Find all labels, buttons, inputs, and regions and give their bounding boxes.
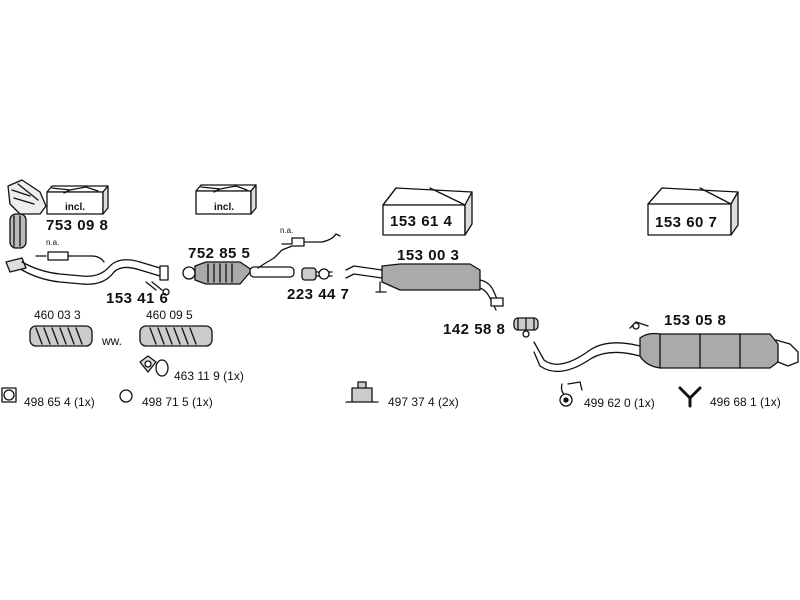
part-153416: 153 41 6 (106, 290, 169, 307)
kit1-part-number: 753 09 8 (46, 217, 109, 234)
part-153058: 153 05 8 (664, 312, 727, 329)
catalytic-converter-icon (182, 245, 295, 285)
part-460033: 460 03 3 (34, 308, 81, 322)
square-ring-icon (1, 387, 17, 403)
note-ww: ww. (102, 334, 123, 348)
rubber-hanger-icon (559, 381, 583, 407)
accessory-498715: 498 71 5 (1x) (142, 395, 213, 409)
accessory-497374: 497 37 4 (2x) (388, 395, 459, 409)
kit4-part-number: 153 60 7 (655, 214, 718, 231)
accessory-498654: 498 65 4 (1x) (24, 395, 95, 409)
kit2-incl-label: incl. (214, 202, 235, 213)
bracket-icon (345, 381, 379, 403)
kit-box-3-icon (382, 187, 473, 236)
rear-silencer-icon (533, 321, 799, 373)
y-hanger-icon (678, 386, 702, 408)
kit1-incl-label: incl. (65, 202, 86, 213)
accessory-499620: 499 62 0 (1x) (584, 396, 655, 410)
part-153003: 153 00 3 (397, 247, 460, 264)
part-463119: 463 11 9 (1x) (174, 369, 244, 383)
part-223447: 223 44 7 (287, 286, 350, 303)
kit-box-4-icon (647, 187, 739, 236)
kit-box-2-icon (195, 184, 257, 215)
clamp-142588-icon (513, 317, 539, 338)
front-pipe-icon (5, 257, 169, 285)
gasket-223447-icon (301, 267, 333, 281)
gasket-463119-icon (139, 355, 169, 377)
accessory-496681: 496 68 1 (1x) (710, 395, 781, 409)
manifold-icon (7, 179, 47, 249)
middle-silencer-icon (345, 263, 504, 311)
flex-pipe-460033-icon (29, 325, 93, 347)
part-460095: 460 09 5 (146, 308, 193, 322)
note-na-1: n.a. (46, 238, 60, 247)
note-na-2: n.a. (280, 226, 294, 235)
lambda-sensor-1-icon (35, 251, 105, 263)
lambda-sensor-2-icon (281, 233, 341, 247)
part-142588: 142 58 8 (443, 321, 506, 338)
ring-icon (119, 389, 133, 403)
kit2-part-number: 752 85 5 (188, 245, 251, 262)
kit-box-1-icon (46, 185, 109, 215)
bolts-icon (145, 281, 170, 296)
kit3-part-number: 153 61 4 (390, 213, 453, 230)
flex-pipe-460095-icon (139, 325, 213, 347)
